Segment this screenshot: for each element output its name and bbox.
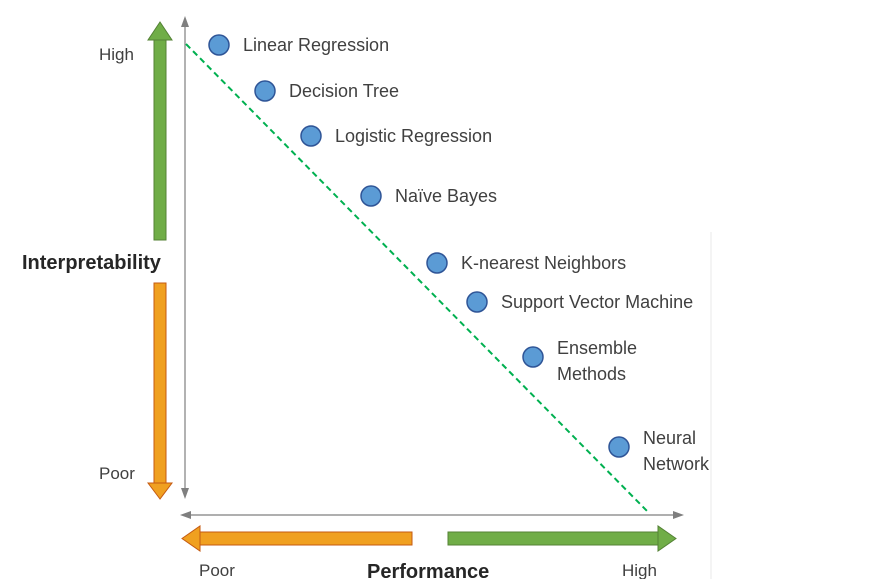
model-label: K-nearest Neighbors [461,253,626,273]
model-marker [608,436,630,458]
model-label: Neural [643,428,696,448]
model-marker [426,252,448,274]
model-point: Support Vector Machine [466,291,693,313]
tradeoff-trend-line [185,43,649,513]
y-axis-poor-label: Poor [99,464,135,483]
model-marker [208,34,230,56]
model-marker [466,291,488,313]
model-label: Ensemble [557,338,637,358]
model-marker [254,80,276,102]
model-point: Naïve Bayes [360,185,497,207]
interpretability-high-arrow [147,21,173,241]
y-axis-high-label: High [99,45,134,64]
x-axis-title: Performance [367,561,489,579]
performance-high-arrow [447,525,677,552]
model-point: Linear Regression [208,34,389,56]
model-label: Logistic Regression [335,126,492,146]
model-marker [522,346,544,368]
model-point: Logistic Regression [300,125,492,147]
model-label: Methods [557,364,626,384]
model-point: K-nearest Neighbors [426,252,626,274]
x-axis-poor-label: Poor [199,561,235,579]
interpretability-poor-arrow [147,282,173,500]
y-axis-title: Interpretability [22,252,162,274]
performance-poor-arrow [181,525,413,552]
model-label: Decision Tree [289,81,399,101]
model-label: Linear Regression [243,35,389,55]
model-label: Naïve Bayes [395,186,497,206]
x-axis-line [180,511,684,519]
model-label: Support Vector Machine [501,292,693,312]
y-axis-line [181,16,189,499]
model-marker [360,185,382,207]
model-point: Decision Tree [254,80,399,102]
model-label: Network [643,454,710,474]
x-axis-high-label: High [622,561,657,579]
model-marker [300,125,322,147]
